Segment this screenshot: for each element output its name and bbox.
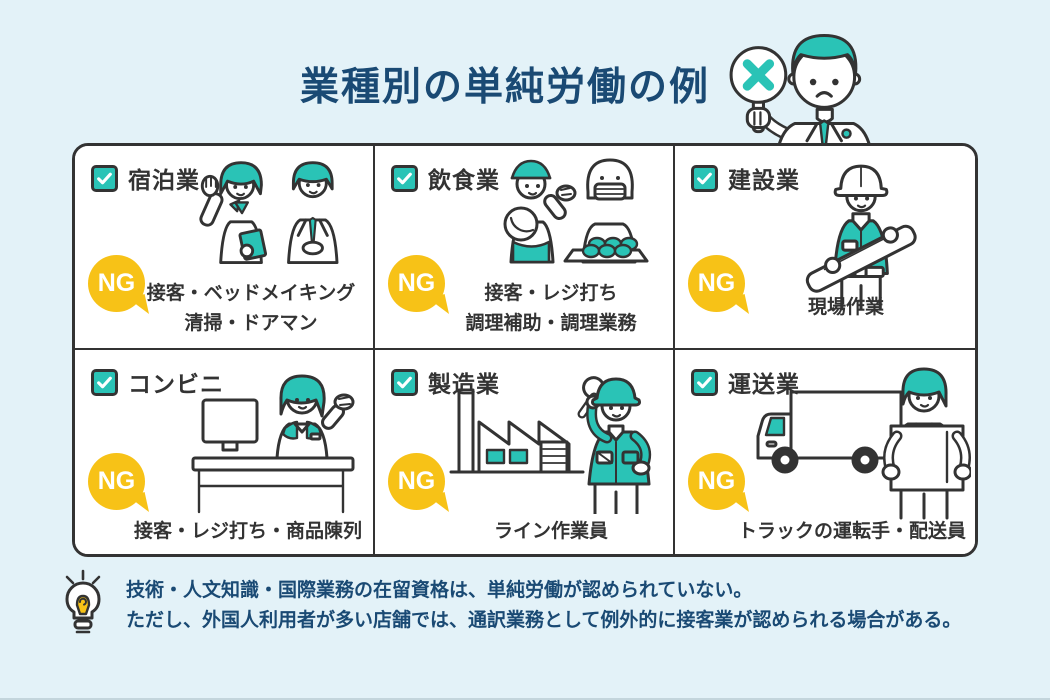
cell-lodging: 宿泊業 xyxy=(75,146,375,350)
checkbox-check-icon xyxy=(91,164,118,192)
checkbox-check-icon xyxy=(691,368,718,396)
construction-worker-illustration xyxy=(793,154,927,316)
industry-label: コンビニ xyxy=(128,371,224,397)
cell-transport: 運送業 xyxy=(675,350,975,554)
cell-restaurant: 飲食業 xyxy=(375,146,675,350)
cell-convenience-store: コンビニ xyxy=(75,350,375,554)
cell-header: コンビニ xyxy=(91,365,224,399)
checkbox-check-icon xyxy=(391,164,418,192)
hotel-staff-illustration xyxy=(191,154,357,280)
industry-label: 宿泊業 xyxy=(128,167,200,193)
cell-header: 飲食業 xyxy=(391,161,500,195)
x-icon xyxy=(742,59,775,91)
bottom-edge-line xyxy=(0,698,1050,700)
industry-grid: 宿泊業 xyxy=(72,143,978,557)
convenience-clerk-illustration xyxy=(189,366,365,514)
footnote-line: 技術・人文知識・国際業務の在留資格は、単純労働が認められていない。 xyxy=(126,580,753,601)
delivery-driver-illustration xyxy=(749,362,973,520)
ng-badge: NG xyxy=(388,453,445,510)
cell-header: 製造業 xyxy=(391,365,500,399)
checkbox-check-icon xyxy=(391,368,418,396)
ng-jobs-text: 現場作業 xyxy=(807,296,884,318)
industry-label: 製造業 xyxy=(428,371,500,397)
lightbulb-icon xyxy=(56,568,110,636)
page-title: 業種別の単純労働の例 xyxy=(299,66,710,109)
ng-badge: NG xyxy=(688,453,745,510)
cell-construction: 建設業 xyxy=(675,146,975,350)
cell-header: 運送業 xyxy=(691,365,800,399)
cell-header: 宿泊業 xyxy=(91,161,200,195)
cell-manufacturing: 製造業 xyxy=(375,350,675,554)
ng-badge: NG xyxy=(388,255,445,312)
industry-label: 飲食業 xyxy=(428,167,500,193)
footnote-text: 技術・人文知識・国際業務の在留資格は、単純労働が認められていない。 ただし、外国… xyxy=(126,568,961,636)
ng-badge: NG xyxy=(88,453,145,510)
ng-jobs-text: 接客・レジ打ち 調理補助・調理業務 xyxy=(465,283,637,334)
cell-header: 建設業 xyxy=(691,161,800,195)
ng-jobs-text: 接客・レジ打ち・商品陳列 xyxy=(133,520,362,542)
industry-label: 建設業 xyxy=(728,167,800,193)
checkbox-check-icon xyxy=(691,164,718,192)
ng-badge: NG xyxy=(88,255,145,312)
footnote-line: ただし、外国人利用者が多い店舗では、通訳業務として例外的に接客業が認められる場合… xyxy=(126,610,962,631)
factory-worker-illustration xyxy=(443,366,667,516)
restaurant-staff-illustration xyxy=(485,150,661,288)
checkbox-check-icon xyxy=(91,368,118,396)
ng-jobs-text: トラックの運転手・配送員 xyxy=(737,520,966,542)
footnote: 技術・人文知識・国際業務の在留資格は、単純労働が認められていない。 ただし、外国… xyxy=(56,568,961,636)
ng-jobs-text: ライン作業員 xyxy=(493,520,608,542)
industry-label: 運送業 xyxy=(728,371,800,397)
ng-badge: NG xyxy=(688,255,745,312)
ng-jobs-text: 接客・ベッドメイキング 清掃・ドアマン xyxy=(146,283,356,334)
